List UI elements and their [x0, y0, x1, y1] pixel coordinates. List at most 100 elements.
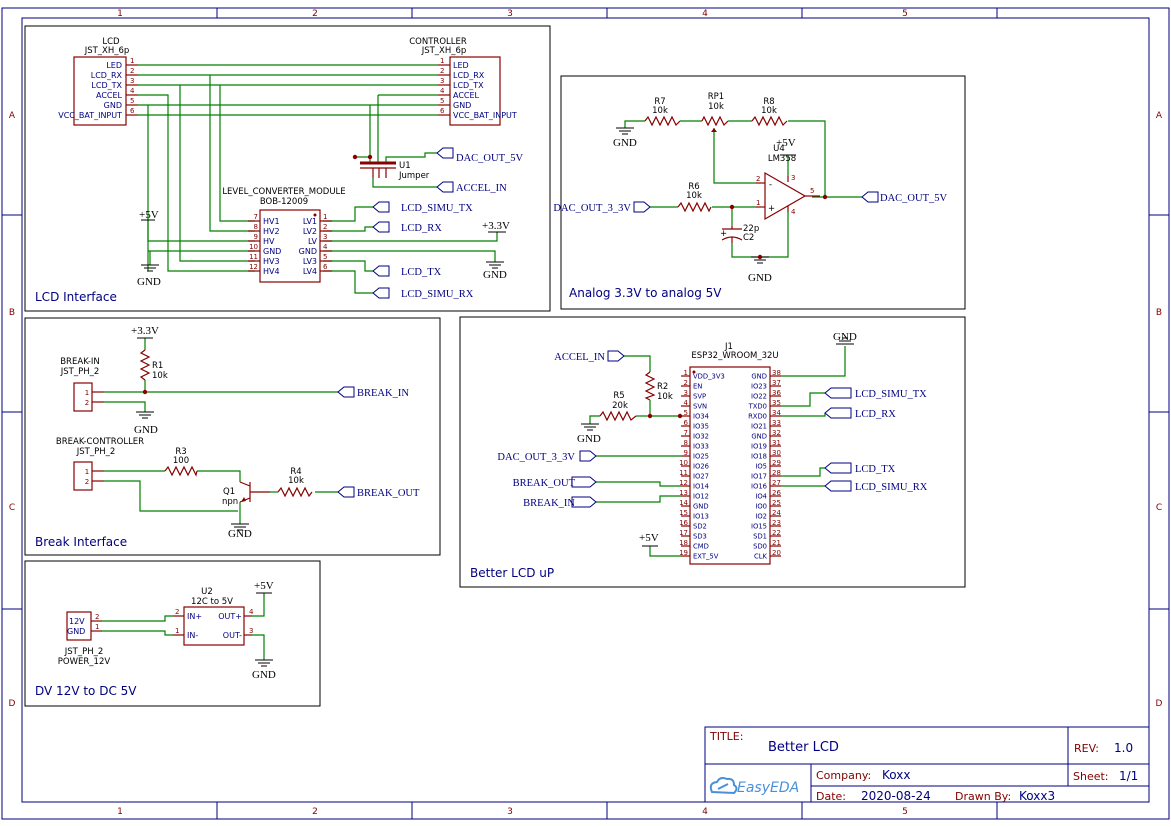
esp32-pin-label: IO23 [751, 383, 767, 391]
esp32-pin-number: 19 [679, 549, 688, 557]
esp32-pin-number: 25 [772, 499, 781, 507]
u1-jumper: U1 Jumper [352, 154, 430, 181]
r8-name: R8 [763, 97, 774, 107]
lcd-pin-label: LED [106, 61, 122, 70]
controller-pin-label: GND [453, 101, 471, 110]
lcd-pin-number: 2 [130, 67, 134, 75]
q1-name: Q1 [223, 487, 235, 497]
rev-label: REV: [1074, 742, 1099, 755]
better-lcd-up-box [459, 316, 966, 588]
esp32-pin-number: 18 [679, 539, 688, 547]
esp32-pin-number: 36 [772, 389, 781, 397]
column-label: 4 [702, 807, 708, 817]
u2-pin-number: 1 [175, 627, 179, 635]
power-gnd-label: GND [833, 331, 857, 343]
lvc-pin-label: LV4 [303, 267, 317, 276]
column-label: 1 [117, 807, 123, 817]
esp32-pin-label: CMD [693, 543, 709, 551]
r3-name: R3 [175, 447, 186, 457]
lcd-interface-box [24, 25, 551, 312]
controller-pin-number: 4 [440, 87, 445, 95]
lcd-pin-label: GND [104, 101, 122, 110]
r7-value: 10k [652, 106, 668, 116]
easyeda-logo: EasyEDA [709, 777, 799, 796]
esp32-pin-label: IO4 [755, 493, 767, 501]
power-gnd-label: GND [748, 272, 772, 284]
lcd-connector-name: LCD [102, 37, 120, 47]
block-title-lcd-interface: LCD Interface [35, 290, 117, 304]
esp32-pin-number: 27 [772, 479, 781, 487]
r4-value: 10k [288, 476, 304, 486]
esp32-pin-label: IO14 [693, 483, 709, 491]
esp32-pin-number: 3 [684, 389, 688, 397]
analog-components: R7 10k RP1 10k R8 10k R6 10k + 22p C2 - … [644, 92, 828, 243]
net-lcd-tx: LCD_TX [401, 267, 442, 278]
title-block: TITLE: Better LCD REV: 1.0 Company: Koxx… [704, 726, 1150, 803]
c2-polarity-icon: + [720, 229, 727, 239]
esp32-pin-label: IO0 [755, 503, 767, 511]
power-12v-pin-number: 1 [95, 623, 99, 631]
esp32-pin-label: GND [693, 503, 709, 511]
u2-name: U2 [201, 587, 213, 597]
lvc-pin-label: HV4 [263, 267, 280, 276]
esp32-pin-number: 17 [679, 529, 688, 537]
esp32-part: ESP32_WROOM_32U [691, 351, 778, 361]
lvc-pin-number: 10 [249, 243, 258, 251]
net-dac-out-3-3v: DAC_OUT_3_3V [553, 203, 631, 214]
lvc-pin-label: GND [299, 247, 317, 256]
lvc-pin-number: 11 [249, 253, 258, 261]
net-break-out: BREAK_OUT [513, 478, 576, 489]
r6-name: R6 [688, 182, 699, 192]
title-label: TITLE: [709, 730, 743, 743]
level-converter: LEVEL_CONVERTER_MODULE BOB-12009 HV1 HV2… [222, 187, 346, 283]
r2-name: R2 [657, 382, 668, 392]
esp32-pin-number: 37 [772, 379, 781, 387]
esp32-pin-label: GND [751, 433, 767, 441]
r3-value: 100 [173, 456, 189, 466]
r4-name: R4 [290, 467, 301, 477]
analog-power-symbols: GND +5V GND [613, 127, 796, 284]
power-gnd-label: GND [483, 269, 507, 281]
esp32-components: R2 10k R5 20k [599, 371, 683, 422]
row-label: D [9, 699, 16, 709]
row-label: A [9, 111, 16, 121]
lcd-pin-number: 4 [130, 87, 135, 95]
lcd-pin-number: 6 [130, 107, 135, 115]
lcd-pin-number: 5 [130, 97, 134, 105]
esp32-pin-label: SD1 [753, 533, 767, 541]
power-12v-pin-number: 2 [95, 613, 99, 621]
esp32-name: J1 [724, 342, 733, 352]
controller-pin-label: LED [453, 61, 469, 70]
controller-pin-number: 6 [440, 107, 445, 115]
esp32-pin-label: IO35 [693, 423, 709, 431]
lvc-pin-label: LV3 [303, 257, 317, 266]
opamp-pin-number: 1 [756, 199, 760, 207]
esp32-pin-label: IO27 [693, 473, 709, 481]
esp32-pin-label: EXT_5V [693, 553, 719, 561]
net-lcd-simu-rx: LCD_SIMU_RX [401, 289, 474, 300]
c2-value: 22p [743, 224, 759, 234]
esp32-pin-label: SVN [693, 403, 707, 411]
u2-pin-label: OUT+ [218, 612, 242, 621]
column-label: 4 [702, 9, 708, 19]
lcd-pin-number: 3 [130, 77, 134, 85]
esp32-pin-label: IO26 [693, 463, 709, 471]
esp32-pin-label: IO16 [751, 483, 767, 491]
esp32-pin-number: 31 [772, 439, 781, 447]
esp32-pin-label: GND [751, 373, 767, 381]
rev-value: 1.0 [1114, 741, 1133, 755]
esp32-pin-label: IO32 [693, 433, 709, 441]
net-lcd-tx: LCD_TX [855, 464, 896, 475]
analog-box [560, 75, 966, 310]
power-12v-name: JST_PH_2 [64, 647, 104, 657]
lvc-pin-number: 4 [323, 243, 328, 251]
u2-pin-number: 2 [175, 608, 179, 616]
esp32-pin-label: IO34 [693, 413, 709, 421]
opamp-pin-number: 4 [791, 208, 796, 216]
esp32-pin-number: 20 [772, 549, 781, 557]
column-label: 5 [902, 9, 908, 19]
lvc-pin-number: 3 [323, 233, 327, 241]
power-gnd-label: GND [137, 276, 161, 288]
opamp-minus-icon: - [769, 180, 772, 190]
esp32-pin-label: IO17 [751, 473, 767, 481]
